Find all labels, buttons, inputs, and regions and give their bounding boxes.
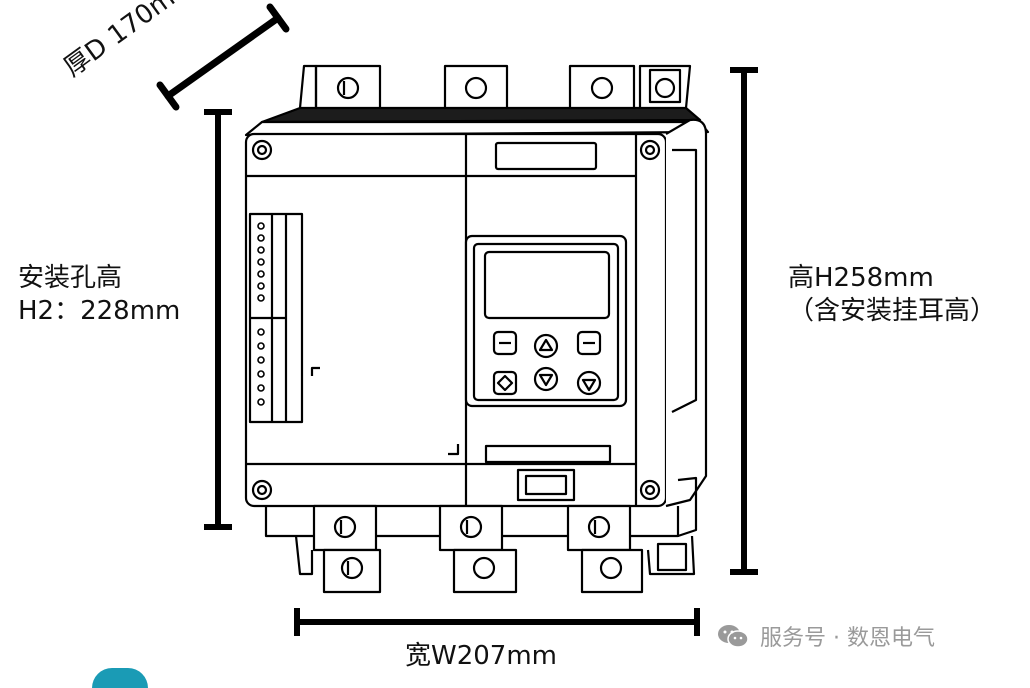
width-dimension-line — [294, 608, 700, 636]
total-height-dimension-line — [730, 67, 758, 575]
watermark-text: 服务号 · 数恩电气 — [760, 626, 935, 651]
depth-dimension-line — [156, 3, 290, 111]
bottom-terminals — [294, 504, 696, 594]
total-height-label-line2: （含安装挂耳高） — [788, 295, 997, 326]
hole-height-label: 安装孔高 H2：228mm — [18, 262, 180, 327]
width-label: 宽W207mm — [405, 641, 557, 671]
hole-height-label-line1: 安装孔高 — [18, 263, 123, 293]
lcd-display — [483, 250, 611, 320]
lower-port — [484, 444, 612, 502]
heatsink-fins — [244, 106, 710, 137]
keypad-module — [464, 234, 628, 408]
main-housing — [244, 118, 708, 508]
top-terminals — [298, 64, 692, 128]
hole-height-label-line2: H2：228mm — [18, 295, 181, 326]
keypad-buttons — [492, 330, 602, 396]
total-height-label: 高H258mm （含安装挂耳高） — [788, 262, 996, 327]
watermark: 服务号 · 数恩电气 — [716, 620, 935, 652]
wechat-icon — [718, 625, 749, 648]
hole-height-dimension-line — [204, 109, 232, 530]
total-height-label-line1: 高H258mm — [788, 263, 934, 293]
control-terminal-strip — [248, 212, 304, 424]
corner-accent — [92, 668, 148, 688]
